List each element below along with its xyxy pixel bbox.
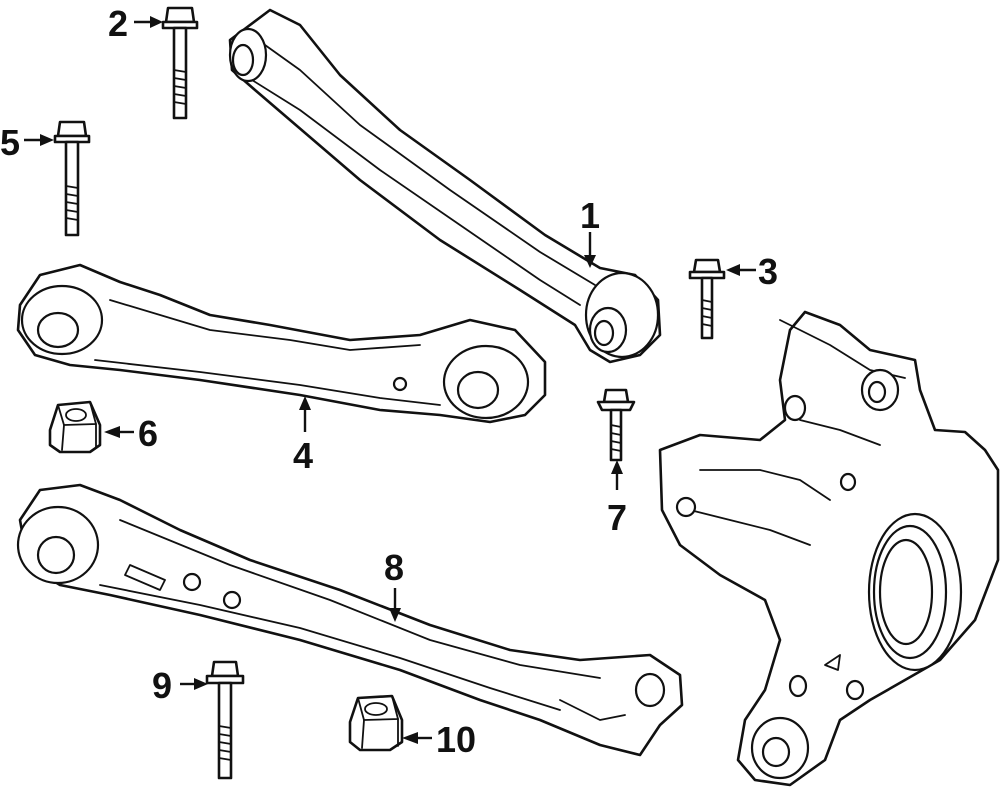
part-7-bolt (596, 388, 636, 462)
callout-10: 10 (436, 719, 476, 760)
callout-1: 1 (580, 195, 600, 236)
part-4-control-arm (16, 263, 547, 424)
knuckle-assembly (658, 310, 1000, 787)
leader-arrows (24, 16, 756, 744)
part-9-bolt (205, 660, 245, 780)
part-2-bolt (161, 6, 199, 120)
callout-6: 6 (138, 413, 158, 454)
callout-labels: 1 2 3 4 5 6 7 8 9 10 (0, 3, 778, 760)
part-3-bolt (688, 258, 726, 340)
callout-7: 7 (607, 497, 627, 538)
callout-4: 4 (293, 435, 313, 476)
part-10-nut (348, 694, 404, 752)
part-1-upper-arm (228, 8, 662, 364)
part-6-nut (48, 400, 102, 454)
part-8-lower-arm (16, 483, 684, 757)
callout-2: 2 (108, 3, 128, 44)
callout-8: 8 (384, 547, 404, 588)
callout-9: 9 (152, 665, 172, 706)
callout-3: 3 (758, 251, 778, 292)
part-5-bolt (53, 120, 91, 237)
callout-5: 5 (0, 122, 20, 163)
